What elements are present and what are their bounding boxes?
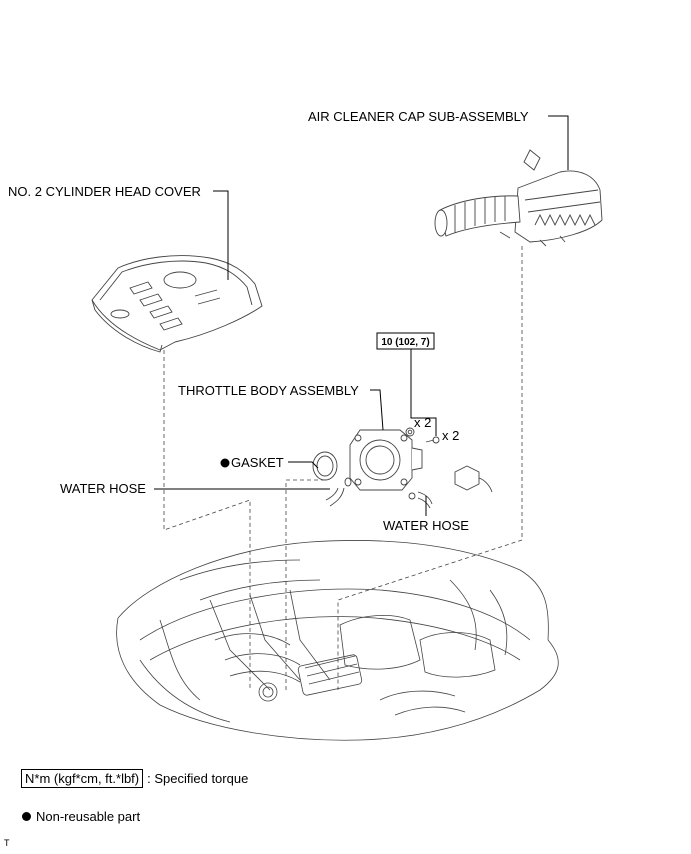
nonreusable-legend-icon — [22, 812, 31, 822]
throttle-body-label: THROTTLE BODY ASSEMBLY — [178, 383, 359, 398]
bolt-illustration — [425, 436, 440, 444]
legend-nonreusable-desc: Non-reusable part — [36, 809, 141, 824]
air-cleaner-cap-illustration — [434, 149, 603, 247]
legend-nonreusable: Non-reusable part — [22, 809, 140, 824]
nut-quantity-label: x 2 — [414, 415, 431, 430]
throttle-body-illustration — [349, 429, 423, 491]
legend-torque: N*m (kgf*cm, ft.*lbf): Specified torque — [21, 769, 249, 788]
nut-illustration — [405, 427, 415, 437]
air-cleaner-cap-label: AIR CLEANER CAP SUB-ASSEMBLY — [308, 109, 529, 124]
cylinder-head-cover-illustration — [91, 255, 263, 353]
water-hose-right-label: WATER HOSE — [383, 518, 469, 533]
legend-torque-desc: : Specified torque — [147, 771, 249, 786]
bolt-quantity-label: x 2 — [442, 428, 459, 443]
cylinder-head-cover-label: NO. 2 CYLINDER HEAD COVER — [8, 184, 201, 199]
corner-mark: T — [4, 838, 10, 848]
water-hose-left-label: WATER HOSE — [60, 481, 146, 496]
torque-value-label: 10 (102, 7) — [381, 337, 429, 348]
assembly-dashed-lines — [163, 246, 523, 690]
legend-torque-unit: N*m (kgf*cm, ft.*lbf) — [21, 769, 144, 788]
leader-lines — [154, 115, 569, 516]
nonreusable-mark-icon — [220, 458, 230, 468]
torque-value-box — [376, 332, 435, 350]
gasket-label: GASKET — [231, 455, 284, 470]
connector-illustration — [454, 465, 493, 493]
engine-compartment-illustration — [116, 540, 559, 741]
